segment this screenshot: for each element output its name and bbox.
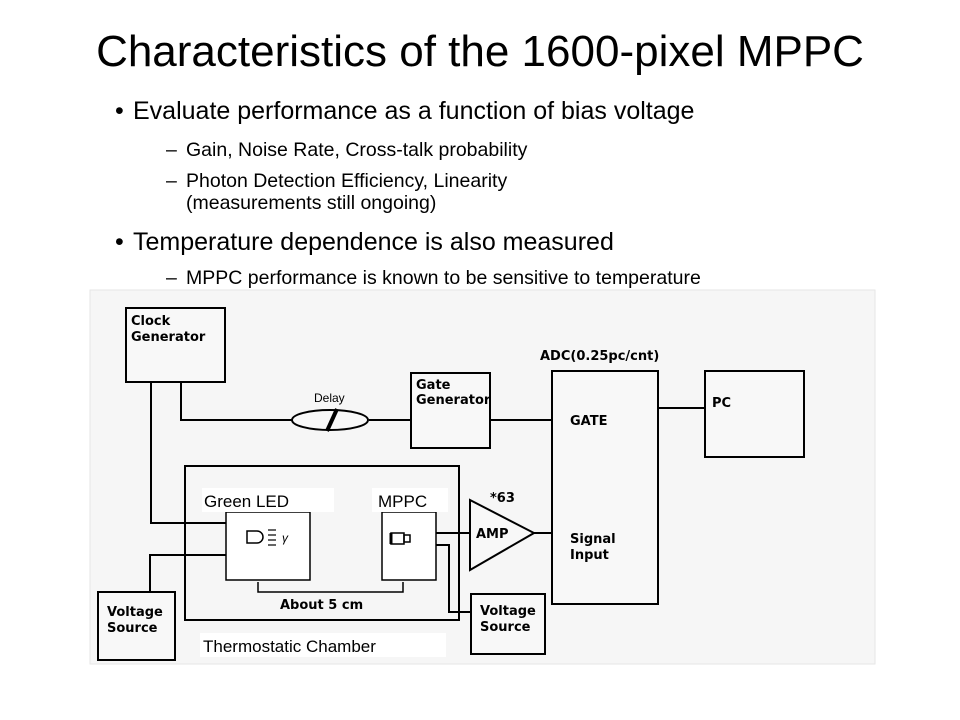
adc-signal-label-2: Input [570, 548, 609, 563]
mppc-block: MPPC [372, 488, 448, 581]
delay-label: Delay [314, 391, 345, 405]
gate-generator-label-2: Generator [416, 393, 491, 408]
thermostatic-chamber-label: Thermostatic Chamber [203, 637, 376, 656]
voltage-source-left: Voltage Source [97, 591, 176, 661]
bullet-text: Temperature dependence is also measured [133, 228, 614, 256]
clock-generator-label-2: Generator [131, 330, 206, 345]
pc-label: PC [712, 396, 731, 411]
sub-bullet-text: MPPC performance is known to be sensitiv… [186, 267, 701, 289]
sub-bullet-dash: – [166, 139, 177, 161]
green-led-label: Green LED [204, 492, 289, 511]
gate-generator-block: Gate Generator [410, 372, 491, 449]
sub-bullet-text: Gain, Noise Rate, Cross-talk probability [186, 139, 528, 161]
distance-label: About 5 cm [280, 598, 363, 613]
delay-slash [325, 408, 339, 432]
gamma-label: γ [282, 531, 289, 545]
slide-title: Characteristics of the 1600-pixel MPPC [96, 27, 864, 76]
pc-block: PC [704, 370, 805, 458]
amp-gain-label: *63 [490, 491, 515, 506]
bullet-dot: • [115, 97, 124, 125]
sub-bullet-dash: – [166, 170, 177, 192]
sub-bullet-ongoing: (measurements still ongoing) [186, 192, 436, 214]
light-rays-icon [268, 529, 276, 546]
led-icon [246, 530, 264, 544]
sub-bullet-sensitive: – MPPC performance is known to be sensit… [166, 267, 701, 289]
wire-vsource-to-led [149, 554, 226, 592]
voltage-source-right-label-1: Voltage [480, 604, 536, 619]
sub-bullet-text: (measurements still ongoing) [186, 192, 437, 214]
sub-bullet-gain: – Gain, Noise Rate, Cross-talk probabili… [166, 139, 528, 161]
sub-bullet-text: Photon Detection Efficiency, Linearity [186, 170, 508, 192]
amp-label: AMP [476, 527, 509, 542]
clock-generator-label-1: Clock [131, 314, 171, 329]
wire-clock-to-delay [180, 382, 292, 421]
wire-clock-to-led [150, 382, 226, 524]
mppc-label: MPPC [378, 492, 427, 511]
thermostatic-chamber [184, 465, 460, 621]
voltage-source-left-label-1: Voltage [107, 605, 163, 620]
adc-signal-label-1: Signal [570, 532, 616, 547]
sub-bullet-pde: – Photon Detection Efficiency, Linearity [166, 170, 508, 192]
amp-block: AMP *63 [469, 491, 537, 572]
green-led-block: Green LED γ [202, 488, 334, 581]
adc-block: ADC(0.25pc/cnt) GATE Signal Input [540, 349, 659, 605]
bullet-text: Evaluate performance as a function of bi… [133, 97, 695, 125]
voltage-source-right: Voltage Source [470, 593, 546, 655]
mppc-sensor-icon [389, 532, 411, 545]
delay-block: Delay [291, 391, 369, 432]
sub-bullet-dash: – [166, 267, 177, 289]
distance-marker: About 5 cm [257, 582, 404, 613]
clock-generator-block: Clock Generator [125, 307, 226, 383]
bullet-temperature: • Temperature dependence is also measure… [115, 228, 614, 257]
gate-generator-label-1: Gate [416, 378, 451, 393]
adc-gate-label: GATE [570, 414, 607, 429]
voltage-source-right-label-2: Source [480, 620, 531, 635]
bullet-evaluate: • Evaluate performance as a function of … [115, 97, 695, 126]
bullet-dot: • [115, 228, 124, 256]
adc-label: ADC(0.25pc/cnt) [540, 349, 659, 364]
voltage-source-left-label-2: Source [107, 621, 158, 636]
